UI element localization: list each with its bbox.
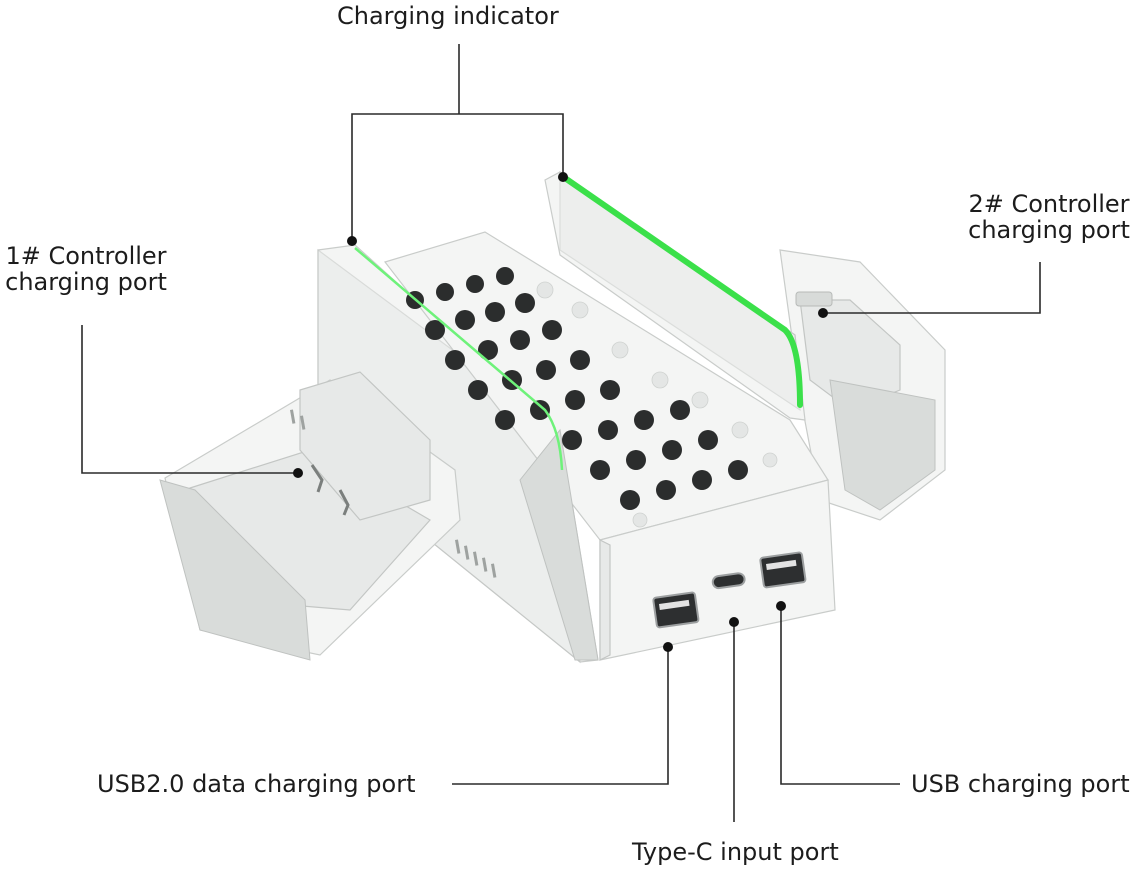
controller2-port xyxy=(795,291,833,307)
type-c-port xyxy=(711,572,746,590)
controller1-label-line1: 1# Controller xyxy=(5,242,167,270)
charging-indicator-label: Charging indicator xyxy=(337,2,559,30)
usb-charging-port xyxy=(759,551,807,589)
ventilation-grille xyxy=(406,267,778,528)
leader-controller2 xyxy=(818,262,1041,318)
leader-usb20 xyxy=(452,642,673,785)
side-vents xyxy=(290,409,497,578)
controller1-label: 1# Controller charging port xyxy=(0,243,172,295)
usb20-label: USB2.0 data charging port xyxy=(97,770,416,798)
leader-type-c xyxy=(729,617,739,822)
usb-charging-label: USB charging port xyxy=(911,770,1130,798)
leader-usb-charging xyxy=(776,601,900,785)
controller2-label: 2# Controller charging port xyxy=(960,191,1138,243)
controller2-label-line2: charging port xyxy=(968,216,1130,244)
usb20-data-port xyxy=(652,591,700,629)
leader-controller1 xyxy=(81,325,303,478)
stand-base xyxy=(317,170,836,664)
charging-indicator-led-left xyxy=(354,247,564,471)
controller1-pins xyxy=(310,464,350,516)
charging-indicator-led-right xyxy=(559,173,803,408)
leader-charging-indicator xyxy=(347,44,568,246)
controller2-label-line1: 2# Controller xyxy=(968,190,1130,218)
controller1-label-line2: charging port xyxy=(5,268,167,296)
type-c-label: Type-C input port xyxy=(632,838,839,866)
controller1-dock xyxy=(159,371,497,661)
